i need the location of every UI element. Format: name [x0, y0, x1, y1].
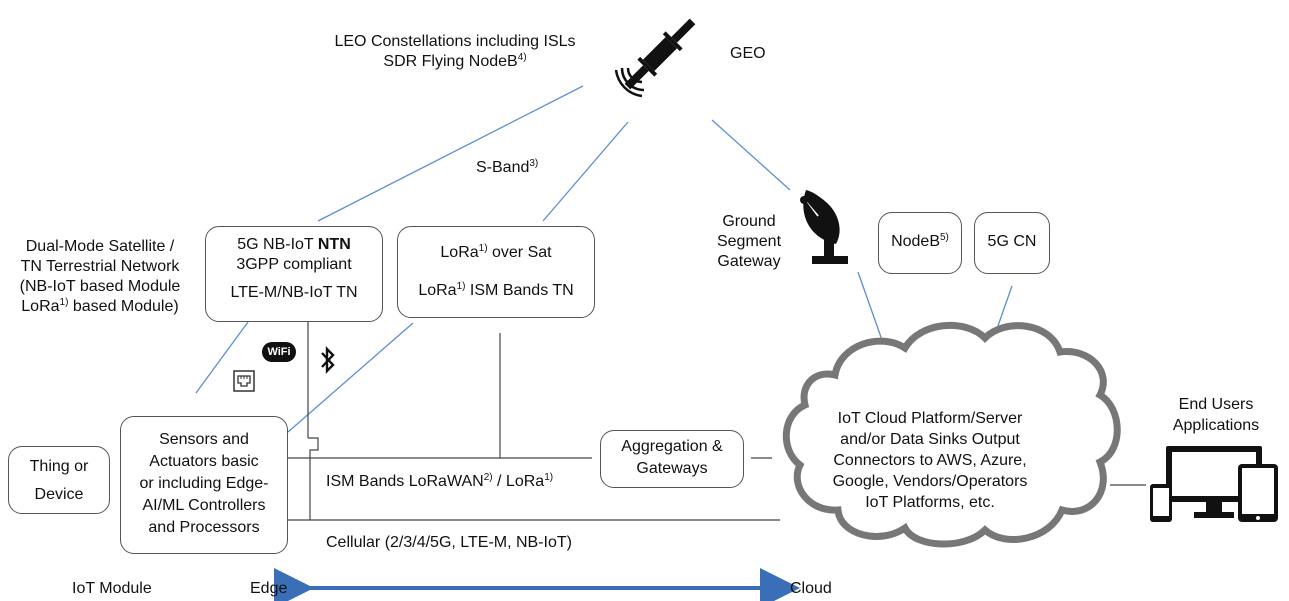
ism-bands-label: ISM Bands LoRaWAN2) / LoRa1): [326, 472, 554, 491]
satellite-icon: [612, 8, 708, 100]
dual-mode-label: Dual-Mode Satellite / TN Terrestrial Net…: [19, 238, 181, 315]
ntn-module-box: 5G NB-IoT NTN 3GPP compliant LTE-M/NB-Io…: [205, 226, 383, 322]
terrestrial-links: [288, 322, 1146, 521]
satellite-links: [195, 85, 1013, 433]
cellular-label: Cellular (2/3/4/5G, LTE-M, NB-IoT): [326, 534, 572, 551]
geo-label: GEO: [730, 45, 766, 62]
cloud-label: Cloud: [790, 580, 832, 597]
devices-icon: [1150, 446, 1280, 524]
aggregation-gateways-box: Aggregation & Gateways: [600, 430, 744, 488]
bluetooth-icon: [318, 346, 338, 374]
satellite-dish-icon: [792, 182, 862, 272]
cloud-shape: [782, 321, 1121, 548]
sband-label: S-Band3): [476, 158, 539, 177]
sensors-actuators-box: Sensors and Actuators basic or including…: [120, 416, 288, 554]
nodeb-box: NodeB5): [878, 212, 962, 274]
end-users-label: End Users Applications: [1172, 396, 1260, 434]
lora-module-box: LoRa1) over Sat LoRa1) ISM Bands TN: [397, 226, 595, 318]
ethernet-port-icon: [233, 370, 255, 392]
cloud-platform-label: IoT Cloud Platform/Server and/or Data Si…: [832, 410, 1028, 511]
wifi-icon: WiFi: [262, 342, 296, 362]
ground-segment-label: Ground Segment Gateway: [716, 213, 782, 270]
iot-module-label: IoT Module: [72, 580, 152, 597]
leo-label: LEO Constellations including ISLs SDR Fl…: [334, 33, 576, 70]
edge-label: Edge: [250, 580, 288, 597]
thing-device-box: Thing or Device: [8, 446, 110, 514]
5g-cn-box: 5G CN: [974, 212, 1050, 274]
